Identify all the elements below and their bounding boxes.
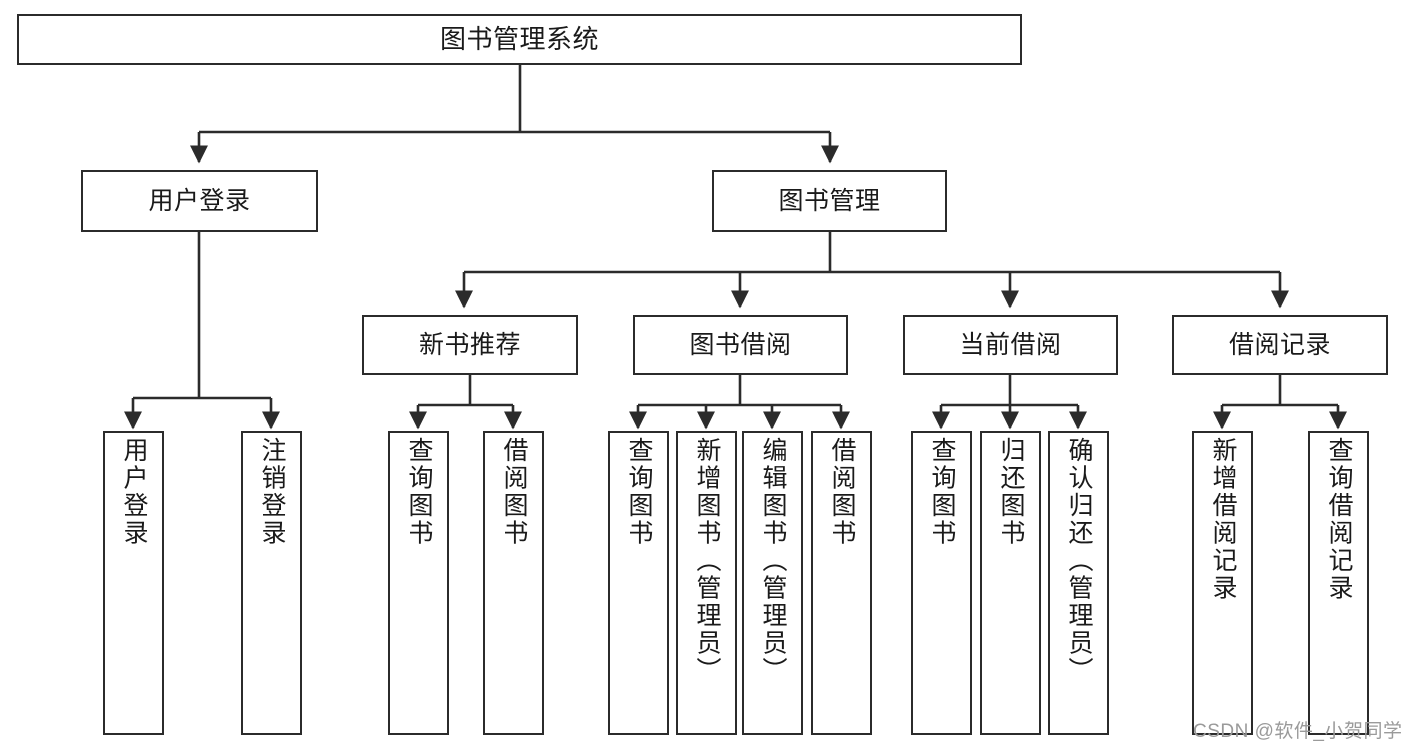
node-leaf-return-book[interactable]: 归还图书 [980,431,1041,735]
node-leaf-query-book-3[interactable]: 查询图书 [911,431,972,735]
node-leaf-query-book-2[interactable]: 查询图书 [608,431,669,735]
node-root-system[interactable]: 图书管理系统 [17,14,1022,65]
node-leaf-confirm-return[interactable]: 确认归还（管理员） [1048,431,1109,735]
node-current-borrow[interactable]: 当前借阅 [903,315,1118,375]
node-leaf-add-book[interactable]: 新增图书（管理员） [676,431,737,735]
node-leaf-query-book-1[interactable]: 查询图书 [388,431,449,735]
node-label: 借阅图书 [500,437,528,547]
node-book-borrow[interactable]: 图书借阅 [633,315,848,375]
node-leaf-logout-login[interactable]: 注销登录 [241,431,302,735]
node-label: 查询借阅记录 [1325,437,1353,602]
node-label: 借阅图书 [828,437,856,547]
node-label: 新书推荐 [418,331,521,359]
node-label: 图书借阅 [689,331,792,359]
node-label: 确认归还（管理员） [1065,437,1093,685]
node-label: 新增图书（管理员） [693,437,721,685]
node-label: 借阅记录 [1228,331,1331,359]
node-borrow-record[interactable]: 借阅记录 [1172,315,1388,375]
node-label: 用户登录 [148,187,251,215]
node-leaf-borrow-book-1[interactable]: 借阅图书 [483,431,544,735]
node-leaf-edit-book[interactable]: 编辑图书（管理员） [742,431,803,735]
node-label: 用户登录 [120,437,148,547]
node-label: 编辑图书（管理员） [759,437,787,685]
node-label: 图书管理系统 [439,23,599,54]
node-new-book-recommend[interactable]: 新书推荐 [362,315,578,375]
node-label: 归还图书 [997,437,1025,547]
node-leaf-query-record[interactable]: 查询借阅记录 [1308,431,1369,735]
node-label: 新增借阅记录 [1209,437,1237,602]
node-label: 查询图书 [405,437,433,547]
node-user-login[interactable]: 用户登录 [81,170,318,232]
node-label: 当前借阅 [959,331,1062,359]
node-label: 图书管理 [778,187,881,215]
node-label: 查询图书 [928,437,956,547]
node-label: 注销登录 [258,437,286,547]
node-leaf-user-login[interactable]: 用户登录 [103,431,164,735]
node-label: 查询图书 [625,437,653,547]
csdn-watermark: CSDN @软件_小贺同学 [1193,721,1403,742]
node-leaf-add-record[interactable]: 新增借阅记录 [1192,431,1253,735]
node-leaf-borrow-book-2[interactable]: 借阅图书 [811,431,872,735]
node-book-management[interactable]: 图书管理 [712,170,947,232]
